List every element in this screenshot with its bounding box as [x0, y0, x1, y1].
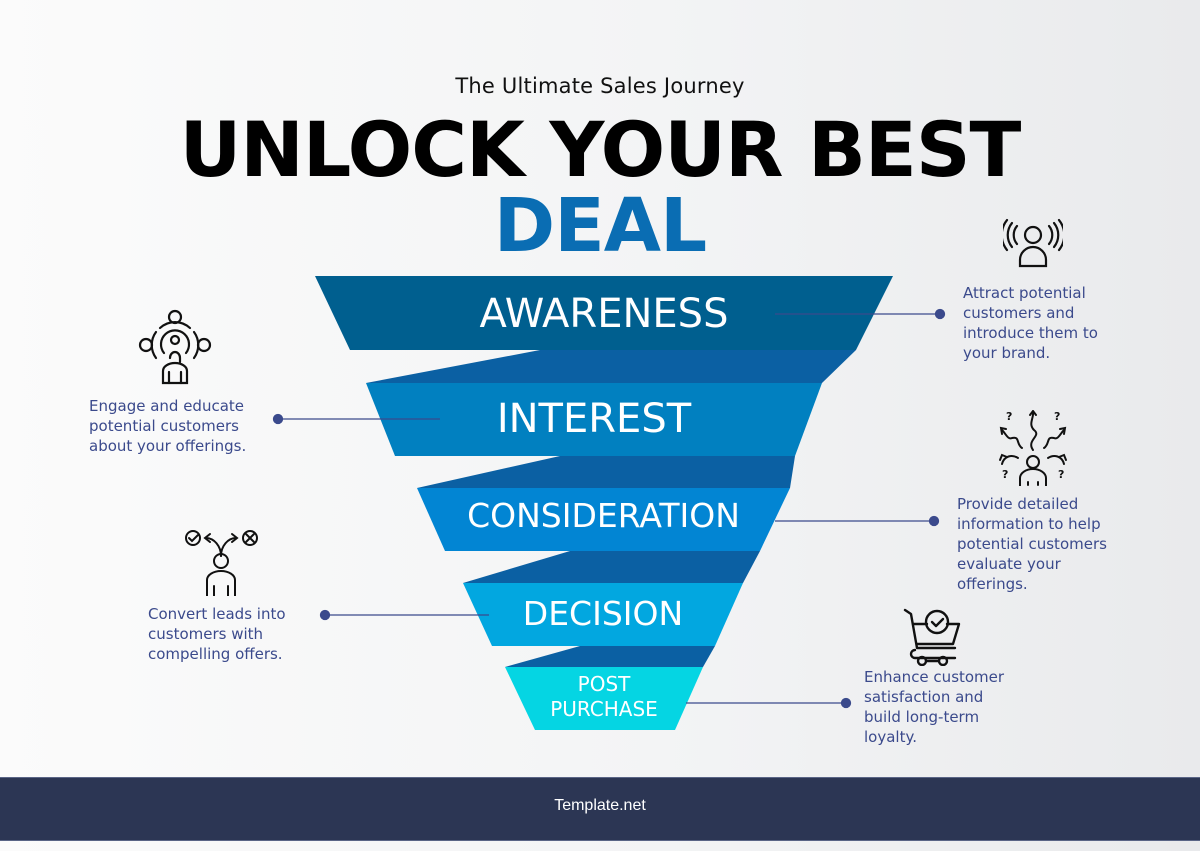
desc-line: customers and: [963, 304, 1075, 322]
desc-line: build long-term: [864, 708, 980, 726]
description-post-purchase: Enhance customer satisfaction and build …: [864, 667, 1004, 747]
stage-label-consideration: CONSIDERATION: [467, 496, 740, 535]
funnel-stage-consideration: [417, 488, 790, 551]
funnel-connector: [417, 456, 795, 488]
description-consideration: Provide detailed information to help pot…: [957, 494, 1107, 594]
headline: UNLOCK YOUR BEST: [179, 105, 1022, 194]
desc-line: compelling offers.: [148, 645, 283, 663]
desc-line: about your offerings.: [89, 437, 247, 455]
desc-line: introduce them to: [963, 324, 1098, 342]
desc-line: loyalty.: [864, 728, 917, 746]
desc-line: your brand.: [963, 344, 1051, 362]
description-decision: Convert leads into customers with compel…: [148, 604, 286, 664]
leader-dot: [272, 413, 284, 425]
engaged-audience-icon: [138, 309, 212, 385]
cart-check-icon: [903, 608, 961, 666]
funnel-stage-awareness: [315, 276, 893, 350]
desc-line: evaluate your: [957, 555, 1061, 573]
desc-line: potential customers: [957, 535, 1107, 553]
funnel-stage-interest: [366, 383, 822, 456]
desc-line: offerings.: [957, 575, 1028, 593]
funnel-connector: [366, 350, 856, 383]
leader-dot: [934, 308, 946, 320]
confused-person-icon: ?? ??: [999, 410, 1067, 486]
footer-brand[interactable]: Template.net: [554, 797, 646, 814]
leader-dot: [928, 515, 940, 527]
svg-text:?: ?: [1054, 410, 1060, 423]
leader-dot: [840, 697, 852, 709]
leader-dot: [319, 609, 331, 621]
svg-text:?: ?: [1058, 468, 1064, 481]
decision-person-icon: [185, 530, 258, 596]
stage-label-post: POST: [577, 672, 631, 696]
funnel-stage-decision: [463, 583, 743, 646]
desc-line: satisfaction and: [864, 688, 984, 706]
description-awareness: Attract potential customers and introduc…: [963, 283, 1098, 363]
funnel-connector: [463, 551, 760, 583]
desc-line: Provide detailed: [957, 495, 1079, 513]
desc-line: Engage and educate: [89, 397, 245, 415]
svg-text:?: ?: [1002, 468, 1008, 481]
desc-line: potential customers: [89, 417, 239, 435]
funnel-connector: [505, 646, 715, 667]
desc-line: information to help: [957, 515, 1101, 533]
footer-bar: Template.net: [0, 777, 1200, 841]
desc-line: Attract potential: [963, 284, 1086, 302]
desc-line: Convert leads into: [148, 605, 286, 623]
funnel-stage-post-purchase: [505, 667, 703, 730]
stage-label-purchase: PURCHASE: [550, 697, 658, 721]
description-interest: Engage and educate potential customers a…: [89, 396, 246, 456]
headline-accent: DEAL: [493, 183, 707, 269]
subtitle: The Ultimate Sales Journey: [455, 74, 745, 98]
desc-line: customers with: [148, 625, 264, 643]
stage-label-decision: DECISION: [522, 594, 684, 633]
stage-label-awareness: AWARENESS: [479, 291, 729, 337]
stage-label-interest: INTEREST: [496, 396, 692, 442]
broadcast-person-icon: [1003, 218, 1063, 268]
svg-text:?: ?: [1006, 410, 1012, 423]
desc-line: Enhance customer: [864, 668, 1005, 686]
stage-label-post-purchase: POST PURCHASE: [505, 672, 703, 722]
